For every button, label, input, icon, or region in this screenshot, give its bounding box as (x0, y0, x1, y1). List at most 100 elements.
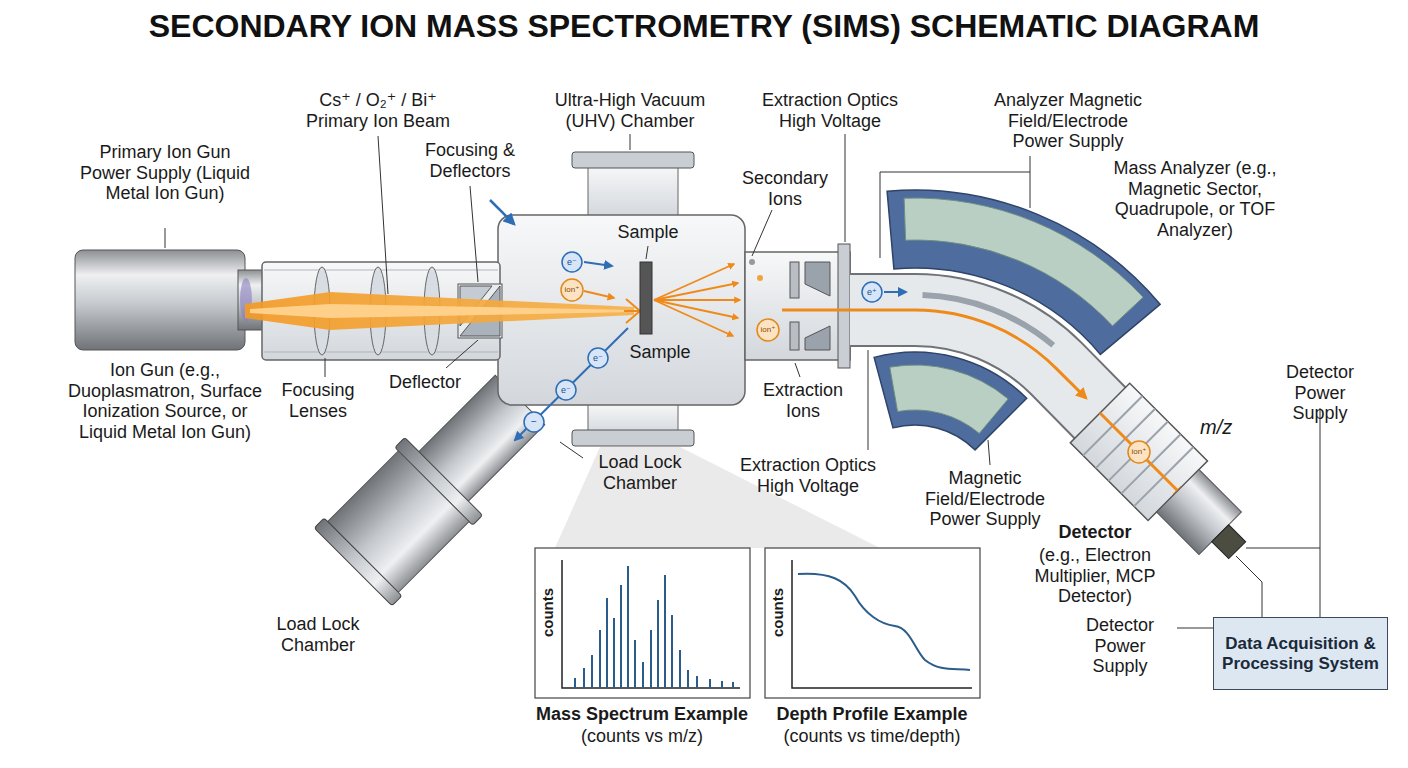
leader-lines-part (1236, 556, 1262, 617)
detector-assembly-part (1212, 525, 1246, 559)
ion-gun-part (75, 250, 245, 350)
particle-arrows-part (584, 291, 614, 298)
part-label: Magnetic Field/Electrode Power Supply (915, 468, 1055, 530)
leader-lines-part (1246, 548, 1320, 549)
magnetic-sector-part (874, 352, 1027, 450)
leader-lines-part (325, 358, 326, 377)
extraction-optics-part (790, 262, 799, 298)
extraction-optics-part (838, 244, 850, 368)
magnetic-sector-part (890, 365, 1008, 433)
leader-lines-part (646, 246, 648, 259)
particle-symbols-part (862, 282, 882, 302)
leader-lines-part (560, 442, 583, 458)
part-label: Detector Power Supply (1065, 615, 1175, 677)
secondary-ion-plume-part (654, 299, 740, 301)
sample-part (640, 262, 652, 334)
part-label: Load Lock Chamber (253, 614, 383, 655)
chart-caption: Mass Spectrum Example (527, 704, 757, 725)
extraction-optics-part (805, 262, 830, 296)
part-label: Ion Gun (e.g., Duoplasmatron, Surface Io… (65, 360, 265, 443)
leader-lines-part (880, 172, 1030, 258)
mass-spectrum-chart-part (535, 548, 750, 698)
leader-lines-part (868, 350, 869, 450)
secondary-ion-plume-part (654, 264, 734, 300)
part-label: Secondary Ions (730, 168, 840, 209)
secondary-ion-plume-part (654, 300, 738, 318)
particle-symbol: ion⁺ (1132, 448, 1147, 456)
part-label: Focusing & Deflectors (420, 140, 520, 181)
chart-caption: (counts vs m/z) (527, 726, 757, 747)
chart-caption: (counts vs time/depth) (757, 726, 987, 747)
leader-lines-part (988, 440, 990, 465)
leader-lines-part (1177, 628, 1213, 629)
load-lock-chamber-part (328, 451, 469, 592)
depth-profile-chart-part (798, 574, 970, 670)
chart-caption: Depth Profile Example (757, 704, 987, 725)
particle-symbol: e⁻ (593, 354, 603, 363)
extraction-optics-part (757, 275, 763, 281)
depth-profile-chart-part (765, 548, 980, 698)
part-label: Extraction Optics High Voltage (723, 455, 893, 496)
particle-arrows-part (515, 328, 628, 440)
secondary-ion-plume-part (654, 283, 738, 300)
leader-lines-part (470, 186, 478, 282)
particle-symbols-part (524, 412, 544, 432)
part-label: Sample (608, 222, 688, 243)
part-label: Ultra-High Vacuum (UHV) Chamber (530, 90, 730, 131)
primary-ion-beam-part (250, 304, 634, 318)
axis-label: counts (770, 587, 785, 636)
particle-symbol: − (531, 417, 537, 427)
diagram-title: SECONDARY ION MASS SPECTROMETRY (SIMS) S… (0, 8, 1408, 45)
particle-symbols-part (561, 279, 583, 301)
data-system-box: Data Acquisition & Processing System (1213, 617, 1388, 690)
part-label: Analyzer Magnetic Field/Electrode Power … (981, 90, 1156, 152)
particle-arrows-part (490, 200, 514, 224)
part-label: Cs⁺ / O₂⁺ / Bi⁺ Primary Ion Beam (293, 90, 463, 131)
load-lock-chamber-part (314, 518, 402, 606)
part-label: Detector (1030, 522, 1160, 543)
axis-label: counts (540, 587, 555, 636)
part-label: Deflector (380, 372, 470, 393)
leader-lines-part (845, 134, 846, 242)
particle-symbols (524, 252, 1150, 463)
particle-symbol: ion⁺ (761, 326, 776, 334)
mass-spectrum-chart-part (575, 566, 733, 688)
particle-arrows (490, 200, 906, 440)
extraction-optics-part (805, 326, 830, 350)
depth-profile-chart (765, 548, 980, 698)
leader-lines-part (1030, 156, 1031, 208)
particle-symbols-part (1128, 441, 1150, 463)
part-label: Detector Power Supply (1265, 362, 1375, 424)
uhv-chamber-part (588, 165, 678, 217)
particle-symbol: e⁻ (561, 386, 571, 395)
leader-lines-part (165, 228, 166, 248)
uhv-chamber-part (572, 152, 694, 168)
particle-arrows-part (884, 291, 906, 293)
leader-lines-part (446, 340, 478, 368)
secondary-ion-plume (654, 264, 740, 336)
uhv-chamber-part (572, 430, 694, 446)
detector-assembly-part (1100, 413, 1183, 496)
part-label: Extraction Ions (758, 380, 848, 421)
particle-symbols-part (562, 252, 582, 272)
particle-symbols-part (588, 348, 608, 368)
mass-spectrum-chart-part (562, 560, 740, 688)
leader-lines-part (630, 134, 631, 150)
particle-symbol: e⁺ (867, 288, 877, 297)
leader-lines-part (752, 210, 772, 256)
part-label: Sample (620, 342, 700, 363)
detector-assembly-part (1083, 396, 1193, 506)
depth-profile-chart-part (792, 560, 972, 688)
extraction-optics-part (790, 322, 799, 350)
extraction-optics (745, 244, 850, 368)
particle-symbols-part (556, 380, 576, 400)
leader-lines-part (1320, 408, 1321, 617)
extraction-optics-part (745, 252, 850, 360)
particle-arrows-part (584, 262, 612, 266)
extraction-optics-part (749, 259, 755, 265)
secondary-ion-plume-part (654, 300, 733, 336)
ion-gun-part (238, 270, 264, 330)
sample (640, 262, 652, 334)
part-label: Mass Analyzer (e.g., Magnetic Sector, Qu… (1098, 158, 1293, 241)
